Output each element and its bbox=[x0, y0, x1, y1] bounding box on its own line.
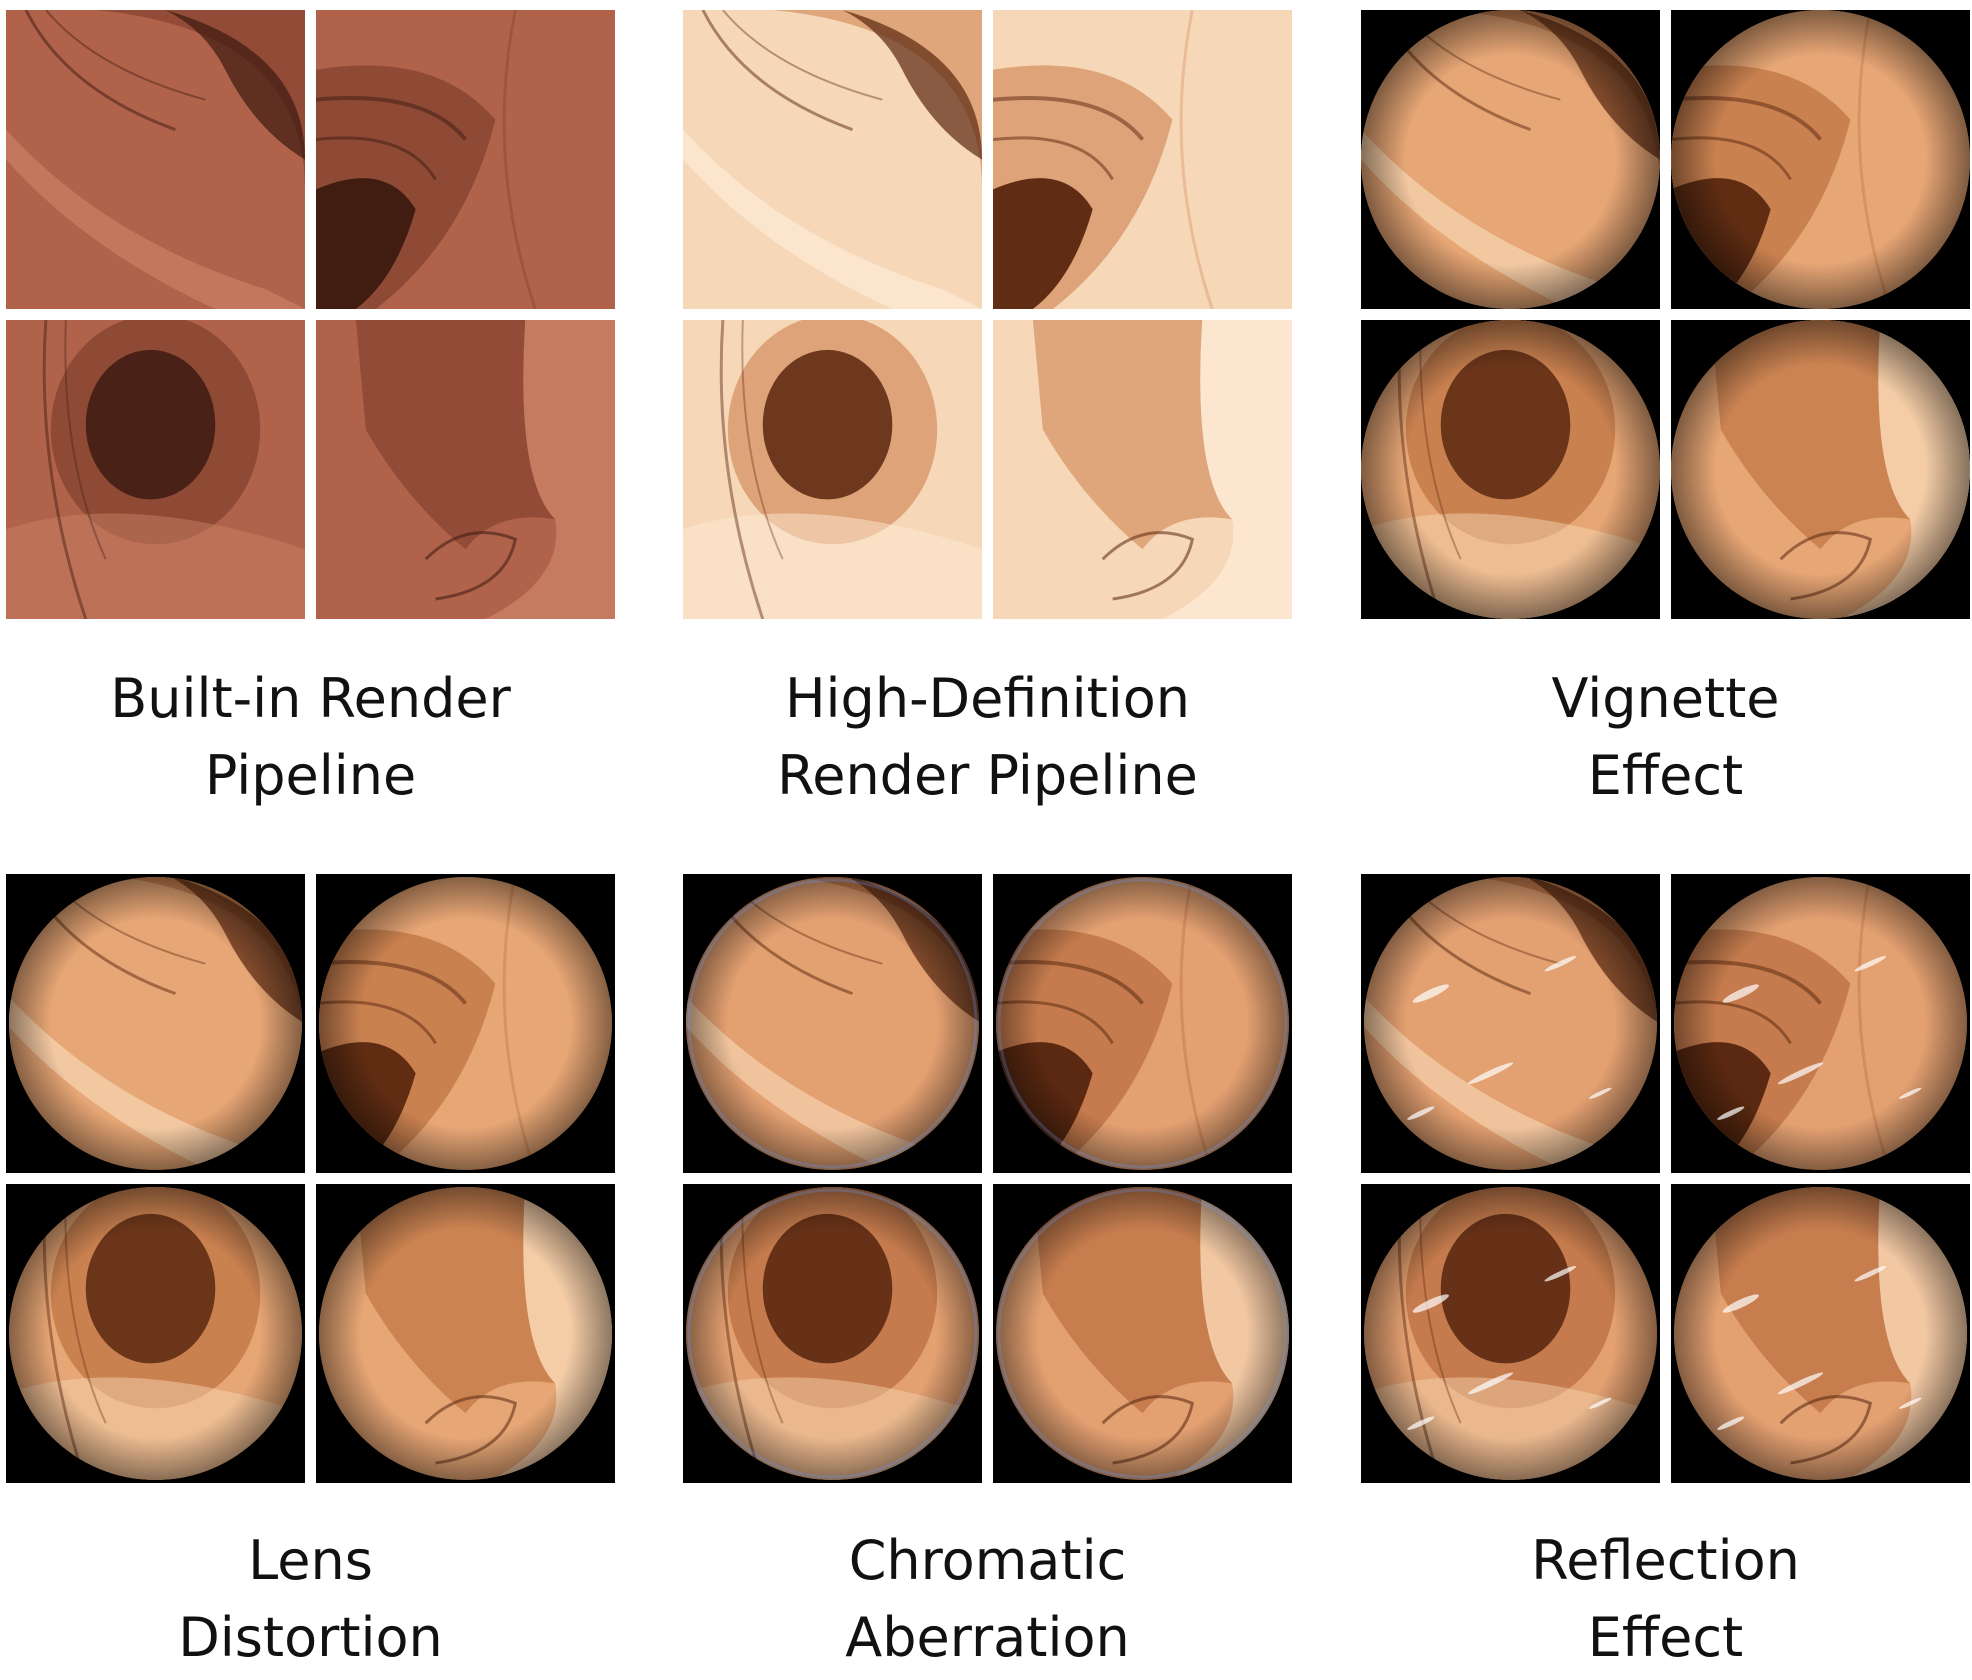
colon-render-image bbox=[1361, 10, 1660, 309]
colon-render-image bbox=[683, 10, 982, 309]
endoscopy-image-tile bbox=[683, 10, 982, 309]
caption-line: Lens bbox=[248, 1529, 373, 1592]
endoscopy-image-tile bbox=[1671, 1184, 1970, 1483]
caption-line: Effect bbox=[1587, 744, 1744, 807]
colon-render-image bbox=[316, 320, 615, 619]
specular-highlight bbox=[1467, 1062, 1514, 1085]
endoscopy-image-tile bbox=[993, 320, 1292, 619]
specular-highlight bbox=[1407, 1106, 1435, 1120]
colon-render-image bbox=[993, 10, 1292, 309]
specular-highlight bbox=[1898, 1397, 1922, 1409]
colon-render-image bbox=[316, 874, 615, 1173]
specular-highlight bbox=[1412, 1294, 1449, 1313]
caption-line: Render Pipeline bbox=[777, 744, 1198, 807]
caption-line: Aberration bbox=[845, 1606, 1130, 1669]
endoscopy-image-tile bbox=[993, 874, 1292, 1173]
specular-highlight bbox=[1717, 1106, 1745, 1120]
endoscopy-image-tile bbox=[6, 320, 305, 619]
colon-render-image bbox=[1361, 320, 1660, 619]
specular-highlight bbox=[1588, 1397, 1612, 1409]
endoscopy-image-tile bbox=[1671, 10, 1970, 309]
endoscopy-image-tile bbox=[1671, 320, 1970, 619]
specular-highlight bbox=[1467, 1372, 1514, 1395]
endoscopy-image-tile bbox=[1361, 874, 1660, 1173]
colon-render-image bbox=[1671, 10, 1970, 309]
specular-highlight bbox=[1898, 1087, 1922, 1099]
colon-render-image bbox=[6, 10, 305, 309]
colon-render-image bbox=[1671, 1184, 1970, 1483]
specular-highlight bbox=[1407, 1416, 1435, 1430]
colon-render-image bbox=[1361, 1184, 1660, 1483]
endoscopy-image-tile bbox=[6, 1184, 305, 1483]
specular-highlight bbox=[1854, 955, 1887, 972]
endoscopy-image-tile bbox=[6, 10, 305, 309]
colon-render-image bbox=[1361, 874, 1660, 1173]
endoscopy-image-tile bbox=[1361, 10, 1660, 309]
specular-highlight bbox=[1854, 1265, 1887, 1282]
specular-highlight bbox=[1412, 984, 1449, 1003]
specular-highlight bbox=[1722, 1294, 1759, 1313]
specular-highlight bbox=[1717, 1416, 1745, 1430]
endoscopy-image-tile bbox=[1361, 1184, 1660, 1483]
caption-line: Pipeline bbox=[204, 744, 417, 807]
endoscopy-image-tile bbox=[316, 1184, 615, 1483]
caption-line: Chromatic bbox=[848, 1529, 1127, 1592]
colon-render-image bbox=[316, 10, 615, 309]
caption-line: Distortion bbox=[178, 1606, 443, 1669]
endoscopy-image-tile bbox=[683, 874, 982, 1173]
colon-render-image bbox=[1671, 874, 1970, 1173]
colon-render-image bbox=[993, 874, 1292, 1173]
colon-render-image bbox=[683, 1184, 982, 1483]
colon-render-image bbox=[683, 874, 982, 1173]
caption-line: Reflection bbox=[1531, 1529, 1800, 1592]
specular-highlight bbox=[1722, 984, 1759, 1003]
endoscopy-image-tile bbox=[993, 10, 1292, 309]
caption-line: Effect bbox=[1587, 1606, 1744, 1669]
endoscopy-image-tile bbox=[1671, 874, 1970, 1173]
colon-render-image bbox=[316, 1184, 615, 1483]
caption-line: Vignette bbox=[1551, 667, 1780, 730]
colon-render-image bbox=[6, 874, 305, 1173]
caption-line: Built-in Render bbox=[110, 667, 511, 730]
endoscopy-image-tile bbox=[1361, 320, 1660, 619]
endoscopy-image-tile bbox=[6, 874, 305, 1173]
colon-render-image bbox=[6, 1184, 305, 1483]
colon-render-image bbox=[6, 320, 305, 619]
colon-render-image bbox=[993, 1184, 1292, 1483]
specular-highlight bbox=[1777, 1372, 1824, 1395]
endoscopy-image-tile bbox=[683, 320, 982, 619]
caption-line: High-Definition bbox=[784, 667, 1191, 730]
endoscopy-image-tile bbox=[683, 1184, 982, 1483]
colon-render-image bbox=[993, 320, 1292, 619]
specular-highlight bbox=[1588, 1087, 1612, 1099]
specular-highlight bbox=[1544, 955, 1577, 972]
endoscopy-image-tile bbox=[316, 10, 615, 309]
endoscopy-image-tile bbox=[316, 320, 615, 619]
endoscopy-image-tile bbox=[316, 874, 615, 1173]
endoscopy-image-tile bbox=[993, 1184, 1292, 1483]
colon-render-image bbox=[683, 320, 982, 619]
specular-highlight bbox=[1544, 1265, 1577, 1282]
specular-highlight bbox=[1777, 1062, 1824, 1085]
colon-render-image bbox=[1671, 320, 1970, 619]
